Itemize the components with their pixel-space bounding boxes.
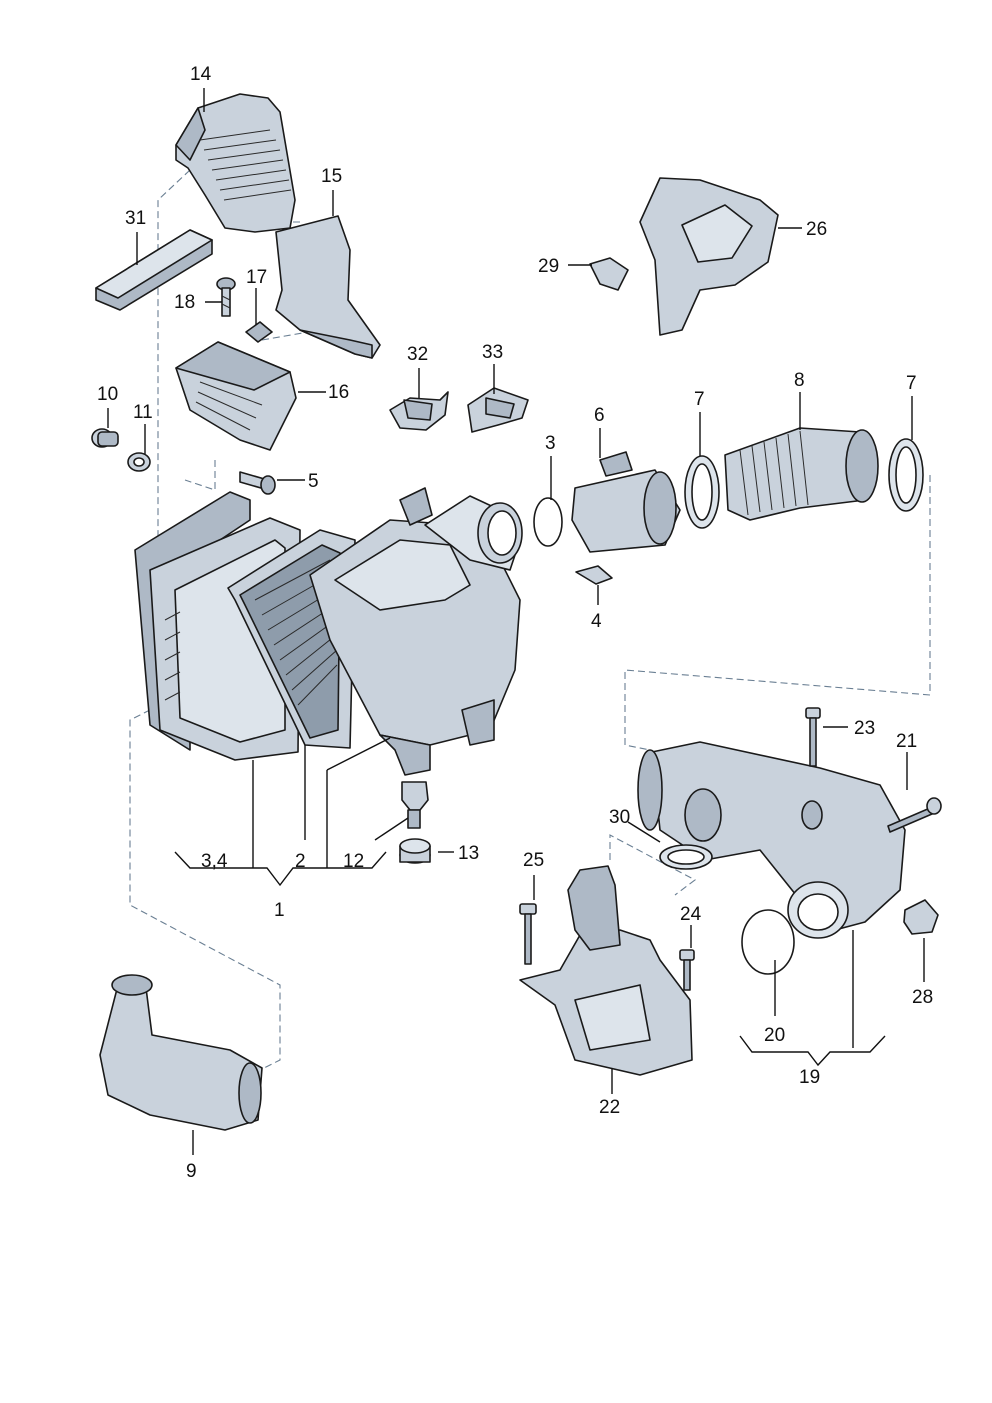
- part-31-seal-strip: [95, 229, 213, 311]
- part-30-clamp: [659, 844, 713, 870]
- callout-20: 20: [764, 1025, 785, 1046]
- part-13-grommet: [399, 838, 431, 864]
- part-10-grommet: [91, 428, 119, 448]
- part-6-air-mass-meter: [571, 451, 681, 553]
- callout-14: 14: [190, 64, 212, 85]
- part-housing-lower: [309, 487, 523, 776]
- part-25-bolt: [519, 903, 537, 965]
- callout-7-left: 7: [694, 389, 705, 410]
- callout-23: 23: [854, 718, 875, 739]
- callout-4: 4: [591, 611, 602, 632]
- dash-housing-9: [129, 704, 281, 1071]
- callout-10: 10: [97, 384, 118, 405]
- callout-33: 33: [482, 342, 503, 363]
- callout-25: 25: [523, 850, 544, 871]
- part-24-bolt: [679, 949, 695, 991]
- part-33-clamp: [467, 387, 529, 433]
- dash-14-to-housing: [157, 169, 191, 540]
- callout-11: 11: [133, 402, 153, 423]
- part-20-o-ring: [741, 909, 795, 975]
- callout-29: 29: [538, 256, 559, 277]
- callout-21: 21: [896, 731, 917, 752]
- part-3-o-ring: [533, 497, 563, 547]
- callout-22: 22: [599, 1097, 620, 1118]
- leader-lines: [107, 88, 925, 1155]
- callout-28: 28: [912, 987, 933, 1008]
- part-8-bellows-hose: [724, 427, 879, 521]
- part-32-clamp: [389, 391, 449, 431]
- callout-2: 2: [295, 851, 306, 872]
- part-4-connector: [575, 565, 613, 585]
- part-18-screw: [216, 277, 236, 317]
- callout-26: 26: [806, 219, 827, 240]
- part-11-washer: [127, 452, 151, 472]
- callout-8: 8: [794, 370, 805, 391]
- callout-18: 18: [174, 292, 195, 313]
- callout-labels: 14 15 31 17 18 16 32 33 10 11 5 3 6 4 7 …: [97, 64, 933, 1182]
- callout-17: 17: [246, 267, 267, 288]
- part-7-clamp-right: [888, 438, 924, 512]
- part-16-intake-inlet: [175, 341, 297, 451]
- callout-16: 16: [328, 382, 349, 403]
- part-7-clamp-left: [684, 455, 720, 529]
- part-17-clip: [245, 321, 273, 343]
- callout-1: 1: [274, 900, 285, 921]
- callout-13: 13: [458, 843, 479, 864]
- part-12-valve: [401, 781, 429, 829]
- callout-30: 30: [609, 807, 630, 828]
- part-14-intake-duct: [175, 93, 296, 233]
- callout-15: 15: [321, 166, 342, 187]
- callout-6: 6: [594, 405, 605, 426]
- callout-9: 9: [186, 1161, 197, 1182]
- dash-30-22: [609, 834, 697, 896]
- part-23-bolt: [805, 707, 821, 767]
- callout-19: 19: [799, 1067, 820, 1088]
- part-22-resonator: [519, 865, 693, 1076]
- part-9-hose: [99, 974, 263, 1131]
- dash-7-to-21: [624, 475, 931, 751]
- part-29-clip: [589, 257, 629, 291]
- callout-24: 24: [680, 904, 702, 925]
- part-28-connector: [903, 899, 939, 935]
- part-5-screw: [239, 471, 276, 495]
- callout-3: 3: [545, 433, 556, 454]
- part-26-cover: [639, 177, 779, 336]
- callout-5: 5: [308, 471, 319, 492]
- callout-12: 12: [343, 851, 364, 872]
- dash-5-housing: [184, 460, 216, 491]
- callout-7-right: 7: [906, 373, 917, 394]
- part-21-bolt: [887, 797, 942, 833]
- part-21-duct: [637, 741, 906, 939]
- callout-32: 32: [407, 344, 428, 365]
- part-15-air-guide: [275, 215, 381, 359]
- callout-31: 31: [125, 208, 146, 229]
- callout-3-4: 3,4: [201, 851, 228, 872]
